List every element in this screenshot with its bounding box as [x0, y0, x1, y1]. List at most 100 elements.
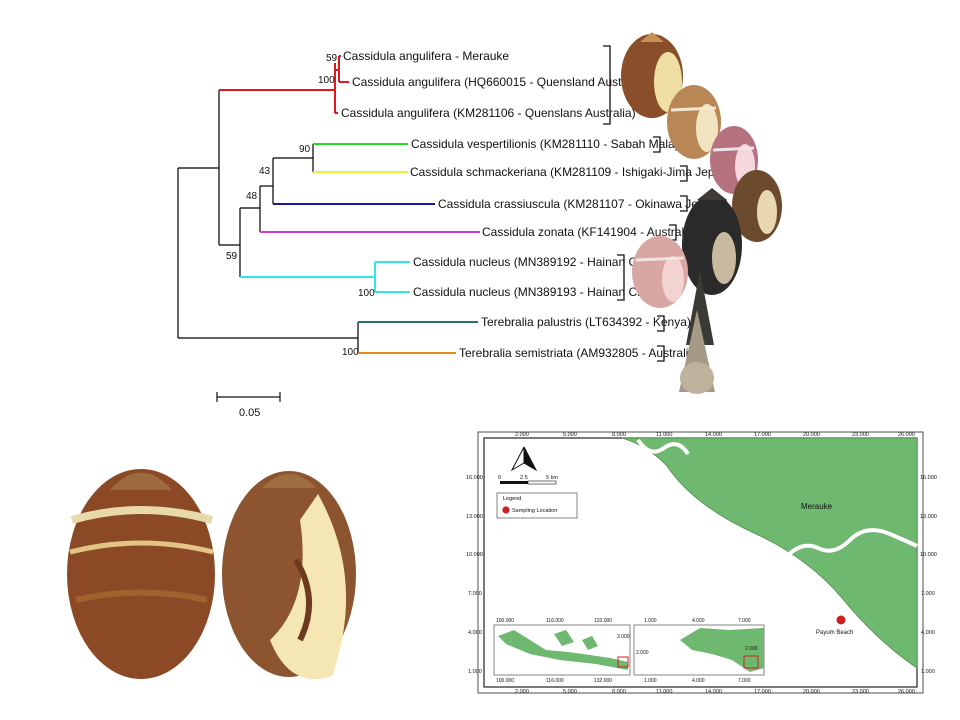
tick-label: 1.000 [921, 669, 935, 675]
tick-label: 116.000 [546, 618, 564, 624]
site-label: Payum Beach [816, 630, 853, 636]
map-scale-bar: 0 2.5 5 km [498, 475, 558, 485]
map-river [636, 438, 918, 562]
legend-title: Legend [503, 496, 521, 502]
shell-photo [621, 32, 683, 118]
bootstrap-value: 100 [342, 347, 359, 358]
tick-label: 2.000 [515, 689, 529, 695]
bootstrap-value: 43 [259, 166, 271, 177]
tick-label: 4.000 [921, 630, 935, 636]
tick-label: 7.000 [921, 591, 935, 597]
shell-photo-dorsal [67, 469, 215, 679]
bootstrap-value: 100 [318, 75, 335, 86]
tick-label: 5.000 [563, 689, 577, 695]
taxon-label: Cassidula nucleus (MN389193 - Hainan Cin… [413, 285, 657, 299]
shell-photo [732, 170, 782, 242]
shell-photo-ventral [222, 471, 356, 680]
tick-label: 17.000 [754, 432, 771, 438]
tick-label: 2.000 [636, 650, 649, 656]
tick-label: 7.000 [468, 591, 482, 597]
north-arrow-icon [510, 446, 538, 472]
tick-label: 16.000 [466, 475, 483, 481]
tick-label: 14.000 [705, 432, 722, 438]
tick-label: 1.000 [644, 618, 657, 624]
taxon-label: Terebralia semistriata (AM932805 - Austr… [459, 346, 699, 360]
scale-value: 5 km [546, 475, 558, 481]
tick-label: 26.000 [898, 689, 915, 695]
map-legend: Legend Sampling Location [496, 492, 578, 519]
bootstrap-value: 100 [358, 288, 375, 299]
taxon-labels: Cassidula angulifera - Merauke Cassidula… [341, 49, 739, 360]
tick-label: 132.000 [594, 618, 612, 624]
tick-label: 4.000 [692, 678, 705, 684]
taxon-label: Terebralia palustris (LT634392 - Kenya) [481, 315, 691, 329]
tick-label: 4.000 [468, 630, 482, 636]
tick-label: 10.000 [466, 552, 483, 558]
shell-photo [679, 310, 715, 394]
tick-label: 3.000 [617, 634, 630, 640]
tick-label: 20.000 [803, 689, 820, 695]
taxon-label: Cassidula crassiuscula (KM281107 - Okina… [438, 197, 729, 211]
tick-label: 7.000 [738, 678, 751, 684]
tick-label: 23.000 [852, 689, 869, 695]
taxon-label: Cassidula schmackeriana (KM281109 - Ishi… [410, 165, 739, 179]
taxon-label: Cassidula vespertilionis (KM281110 - Sab… [411, 137, 700, 151]
taxon-label: Cassidula angulifera - Merauke [343, 49, 509, 63]
tick-label: 5.000 [563, 432, 577, 438]
shell-photo [667, 85, 721, 159]
map-land [621, 437, 918, 669]
shell-photo-column [621, 32, 782, 394]
sampling-map: Payum Beach Merauke 2.000 5.000 8.000 11… [466, 431, 937, 695]
tick-label: 16.000 [920, 475, 937, 481]
tick-label: 100.000 [496, 678, 514, 684]
map-right-ticks: 16.000 13.000 10.000 7.000 4.000 1.000 [920, 475, 937, 675]
scale-value: 2.5 [520, 475, 528, 481]
tick-label: 26.000 [898, 432, 915, 438]
bootstrap-value: 59 [326, 53, 338, 64]
tick-label: 14.000 [705, 689, 722, 695]
tick-label: 2.000 [515, 432, 529, 438]
legend-marker [502, 506, 510, 514]
tick-label: 11.000 [656, 432, 672, 438]
phylogenetic-tree [177, 55, 480, 354]
tick-label: 13.000 [920, 514, 937, 520]
tick-label: 7.000 [738, 618, 751, 624]
tick-label: 23.000 [852, 432, 869, 438]
tick-label: 8.000 [612, 432, 626, 438]
bootstrap-value: 59 [226, 251, 238, 262]
tick-label: 132.000 [594, 678, 612, 684]
tick-label: 11.000 [656, 689, 672, 695]
tick-label: 4.000 [692, 618, 705, 624]
scale-value: 0 [498, 475, 501, 481]
shell-photo [632, 236, 688, 308]
shell-photo [686, 270, 714, 345]
tick-label: 100.000 [496, 618, 514, 624]
tick-label: 20.000 [803, 432, 820, 438]
map-left-ticks: 16.000 13.000 10.000 7.000 4.000 1.000 [466, 475, 483, 675]
taxon-label: Cassidula zonata (KF141904 - Australia) [482, 225, 697, 239]
bootstrap-values: 59 100 90 43 48 59 100 100 [226, 53, 375, 358]
bootstrap-value: 90 [299, 144, 311, 155]
tick-label: 13.000 [466, 514, 483, 520]
legend-item: Sampling Location [512, 508, 557, 514]
place-label: Merauke [801, 502, 833, 511]
tick-label: 1.000 [468, 669, 482, 675]
bootstrap-value: 48 [246, 191, 258, 202]
tick-label: 17.000 [754, 689, 771, 695]
shell-photo [682, 188, 742, 295]
tick-label: 1.000 [644, 678, 657, 684]
tree-scale-bar: 0.05 [216, 392, 281, 419]
shell-photo-pair [67, 469, 356, 680]
taxon-label: Cassidula angulifera (HQ660015 - Quensla… [352, 75, 648, 89]
map-top-ticks: 2.000 5.000 8.000 11.000 14.000 17.000 2… [515, 432, 915, 438]
map-inset-indonesia: 100.000 116.000 132.000 3.000 100.000 11… [493, 618, 631, 684]
taxon-label: Cassidula angulifera (KM281106 - Quensla… [341, 106, 636, 120]
tick-label: 116.000 [546, 678, 564, 684]
scale-label: 0.05 [239, 407, 260, 419]
tick-label: 2.000 [745, 646, 758, 652]
taxon-label: Cassidula nucleus (MN389192 - Hainan Cin… [413, 255, 657, 269]
sampling-site-marker [836, 615, 846, 625]
tick-label: 10.000 [920, 552, 937, 558]
clade-brackets [603, 45, 688, 362]
